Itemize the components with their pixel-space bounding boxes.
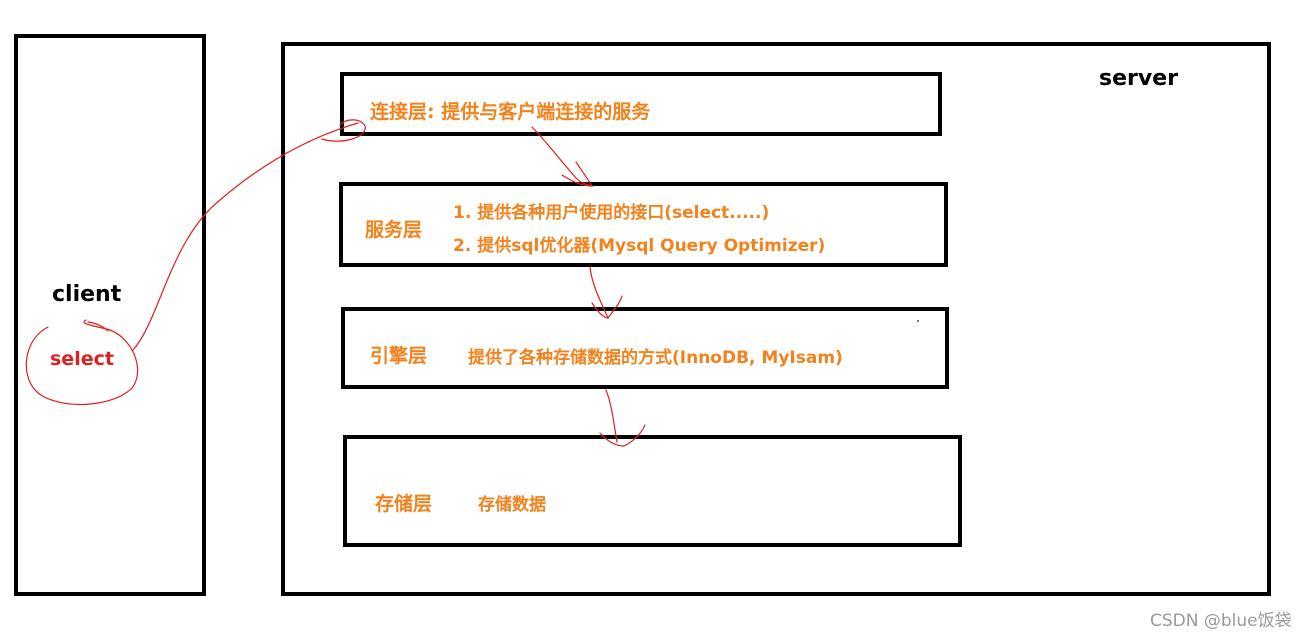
service-layer-label: 服务层 <box>365 219 423 241</box>
service-layer-box <box>339 182 948 267</box>
connection-layer-label: 连接层: 提供与客户端连接的服务 <box>370 101 651 123</box>
engine-layer-label: 引擎层 <box>370 345 428 367</box>
client-select-label: select <box>50 348 114 370</box>
service-layer-line-2: 2. 提供sql优化器(Mysql Query Optimizer) <box>453 236 826 256</box>
watermark: CSDN @blue饭袋 <box>1150 611 1292 631</box>
client-label: client <box>52 282 122 307</box>
engine-layer-box <box>341 307 949 389</box>
server-label: server <box>1099 66 1178 91</box>
storage-layer-desc: 存储数据 <box>478 495 546 515</box>
client-box <box>14 34 206 596</box>
connection-layer-box <box>340 72 942 136</box>
storage-layer-box <box>343 435 962 547</box>
engine-layer-desc: 提供了各种存储数据的方式(InnoDB, MyIsam) <box>468 348 843 368</box>
service-layer-line-1: 1. 提供各种用户使用的接口(select.....) <box>453 203 770 223</box>
storage-layer-label: 存储层 <box>375 493 433 515</box>
